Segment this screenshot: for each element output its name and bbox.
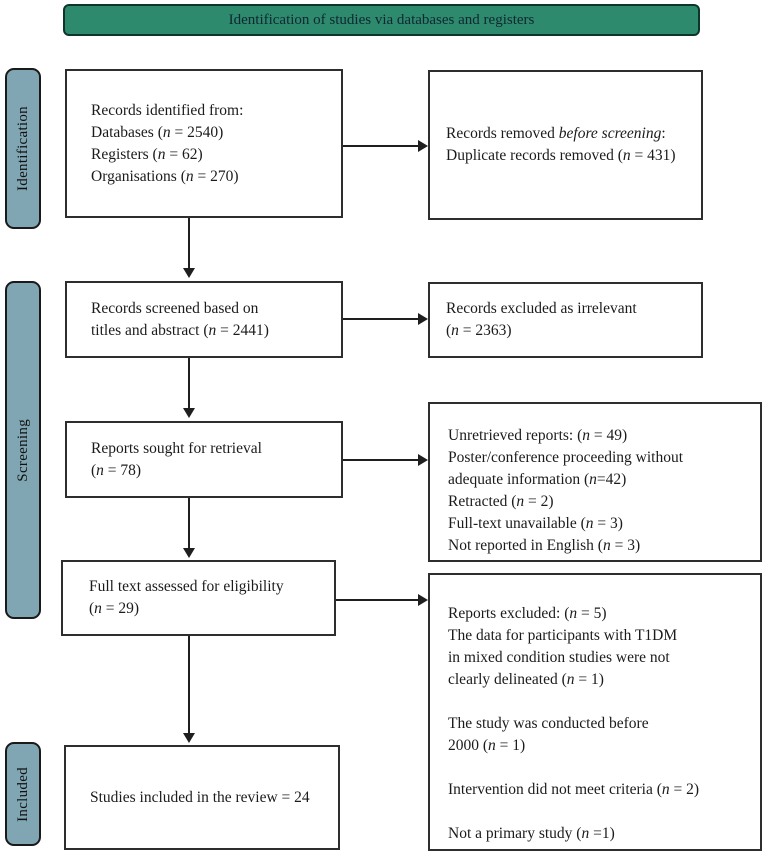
box-records-excluded: Records excluded as irrelevant(n = 2363) — [428, 282, 703, 358]
arrow-right-fulltext-to-excluded — [336, 594, 428, 606]
box-fulltext-assessed: Full text assessed for eligibility(n = 2… — [61, 560, 336, 636]
arrow-right-sought-to-unretrieved — [343, 454, 428, 466]
box-records-identified: Records identified from:Databases (n = 2… — [65, 69, 343, 218]
box-reports-sought: Reports sought for retrieval(n = 78) — [65, 421, 343, 498]
stage-label-included: Included — [5, 742, 41, 846]
box-unretrieved-reports: Unretrieved reports: (n = 49)Poster/conf… — [428, 402, 762, 562]
box-studies-included: Studies included in the review = 24 — [64, 745, 340, 850]
box-fulltext-assessed-text: Full text assessed for eligibility(n = 2… — [89, 578, 284, 617]
title-band-label: Identification of studies via databases … — [228, 11, 535, 28]
stage-label-included-text: Included — [14, 766, 31, 822]
arrow-right-screened-to-excluded — [343, 313, 428, 325]
arrow-down-screened-to-sought — [183, 358, 195, 418]
box-unretrieved-reports-text: Unretrieved reports: (n = 49)Poster/conf… — [448, 427, 683, 554]
box-records-identified-text: Records identified from:Databases (n = 2… — [91, 101, 244, 185]
title-band: Identification of studies via databases … — [63, 4, 700, 36]
stage-label-screening: Screening — [5, 281, 41, 619]
stage-label-screening-text: Screening — [14, 418, 31, 482]
box-records-removed: Records removed before screening:Duplica… — [428, 70, 703, 220]
box-records-excluded-text: Records excluded as irrelevant(n = 2363) — [446, 300, 637, 339]
arrow-down-fulltext-to-included — [183, 636, 195, 743]
box-records-removed-text: Records removed before screening:Duplica… — [446, 125, 676, 164]
box-studies-included-text: Studies included in the review = 24 — [90, 788, 310, 806]
stage-label-identification: Identification — [5, 68, 41, 229]
arrow-down-sought-to-fulltext — [183, 498, 195, 558]
box-reports-sought-text: Reports sought for retrieval(n = 78) — [91, 439, 262, 479]
stage-label-identification-text: Identification — [14, 105, 31, 191]
arrow-down-identified-to-screened — [183, 218, 195, 278]
arrow-right-identified-to-removed — [343, 140, 428, 152]
box-reports-excluded-text: Reports excluded: (n = 5)The data for pa… — [448, 605, 700, 842]
box-reports-excluded: Reports excluded: (n = 5)The data for pa… — [428, 573, 762, 851]
